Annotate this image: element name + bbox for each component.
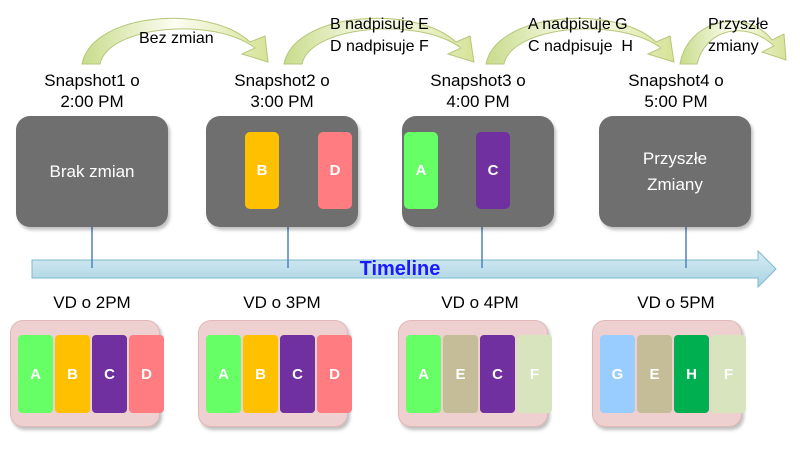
vd-block: H xyxy=(674,335,709,413)
vd-block: A xyxy=(206,335,241,413)
snapshot-text-4: Przyszłe Zmiany xyxy=(642,148,708,194)
vd-block: E xyxy=(637,335,672,413)
transition-label-2: B nadpisuje E D nadpisuje F xyxy=(330,16,429,55)
snapshot-block-b: B xyxy=(245,132,279,209)
vd-title-1: VD o 2PM xyxy=(53,293,131,312)
transition-label-1: Bez zmian xyxy=(139,30,214,47)
snapshot-box-1: Brak zmian xyxy=(16,116,168,227)
snapshot-title-1: Snapshot1 o 2:00 PM xyxy=(44,71,140,111)
vd-block: B xyxy=(243,335,278,413)
vd-block: D xyxy=(317,335,352,413)
vd-box-3: A E C F xyxy=(398,320,552,427)
vd-block: E xyxy=(443,335,478,413)
timeline-label: Timeline xyxy=(359,258,441,280)
vd-block: C xyxy=(280,335,315,413)
vd-title-2: VD o 3PM xyxy=(243,293,321,312)
curved-arrow-3 xyxy=(485,17,675,65)
vd-block: A xyxy=(406,335,441,413)
vd-block: F xyxy=(517,335,552,413)
vd-box-2: A B C D xyxy=(198,320,352,427)
timeline-arrow xyxy=(31,249,777,289)
snapshot-box-3: A C xyxy=(402,116,554,227)
transition-label-3: A nadpisuje G C nadpisuje H xyxy=(528,16,633,55)
transition-label-4: Przyszłe zmiany xyxy=(708,16,769,55)
vd-title-4: VD o 5PM xyxy=(637,293,715,312)
vd-title-3: VD o 4PM xyxy=(441,293,519,312)
snapshot-box-2: B D xyxy=(206,116,358,227)
vd-block: F xyxy=(711,335,746,413)
vd-box-1: A B C D xyxy=(10,320,164,427)
vd-block: C xyxy=(92,335,127,413)
snapshot-block-c: C xyxy=(476,132,510,209)
snapshot-title-4: Snapshot4 o 5:00 PM xyxy=(628,71,724,111)
curved-arrow-1 xyxy=(81,17,269,65)
vd-block: B xyxy=(55,335,90,413)
vd-block: A xyxy=(18,335,53,413)
vd-block: C xyxy=(480,335,515,413)
vd-block: D xyxy=(129,335,164,413)
snapshot-box-4: Przyszłe Zmiany xyxy=(599,116,751,227)
snapshot-title-3: Snapshot3 o 4:00 PM xyxy=(430,71,526,111)
snapshot-title-2: Snapshot2 o 3:00 PM xyxy=(234,71,330,111)
snapshot-block-a: A xyxy=(404,132,438,209)
vd-box-4: G E H F xyxy=(592,320,746,427)
curved-arrow-4 xyxy=(679,20,787,65)
vd-block: G xyxy=(600,335,635,413)
curved-arrow-2 xyxy=(283,17,475,65)
snapshot-text-1: Brak zmian xyxy=(49,161,135,181)
snapshot-block-d: D xyxy=(318,132,352,209)
